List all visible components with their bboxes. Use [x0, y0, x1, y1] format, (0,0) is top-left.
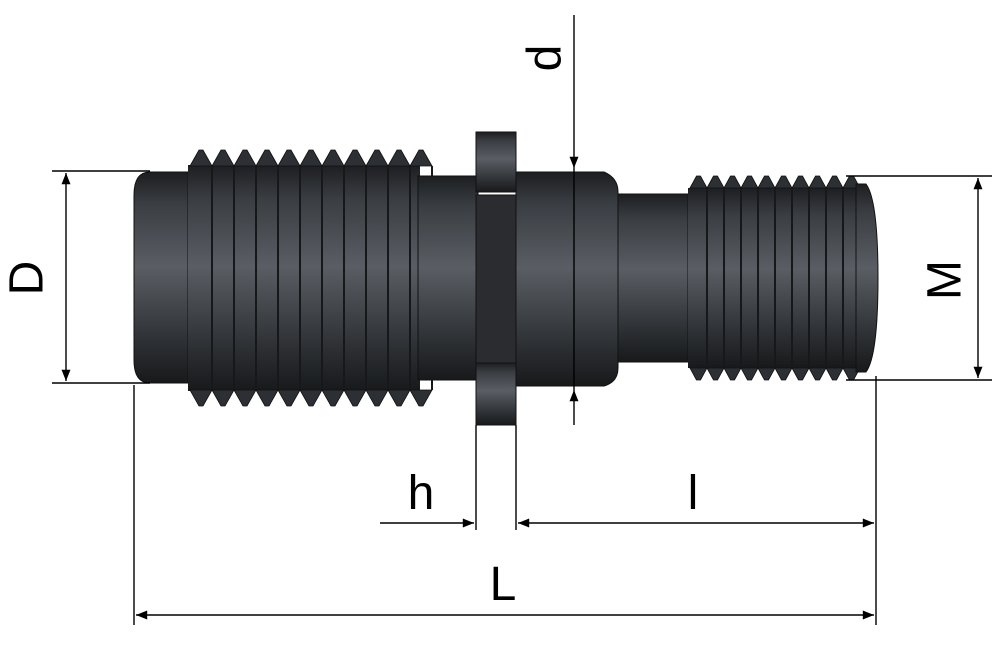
right-thread-tooth-top [757, 175, 776, 189]
neck [617, 193, 689, 363]
left-thread-tooth-bottom [365, 389, 389, 407]
left-thread-tooth-bottom [299, 389, 323, 407]
left-thread-tooth-bottom [211, 389, 235, 407]
left-thread-core [188, 165, 420, 391]
dimension-lines [52, 15, 992, 625]
collar [515, 171, 619, 387]
left-thread-tooth-top [233, 149, 257, 167]
right-thread-tooth-bottom [740, 367, 759, 381]
left-thread-tooth-top [255, 149, 279, 167]
right-thread-tooth-top [706, 175, 725, 189]
flange-center [475, 194, 517, 364]
right-thread-tooth-bottom [757, 367, 776, 381]
left-thread-tooth-top [409, 149, 433, 167]
left-thread-tooth-top [211, 149, 235, 167]
label-h: h [408, 467, 435, 520]
left-thread-tooth-bottom [343, 389, 367, 407]
right-thread-tooth-bottom [791, 367, 810, 381]
right-thread-tooth-top [791, 175, 810, 189]
right-thread-tooth-bottom [808, 367, 827, 381]
right-thread-tooth-bottom [706, 367, 725, 381]
right-thread-tooth-top [825, 175, 844, 189]
left-thread-tooth-bottom [189, 389, 213, 407]
left-thread [189, 149, 433, 407]
left-thread-tooth-bottom [233, 389, 257, 407]
right-thread-tooth-top [740, 175, 759, 189]
left-thread-tooth-top [343, 149, 367, 167]
flange-bottom [475, 362, 517, 426]
left-thread-tooth-bottom [409, 389, 433, 407]
left-thread-tooth-top [299, 149, 323, 167]
right-thread-core [688, 188, 858, 368]
right-thread-tooth-top [689, 175, 708, 189]
right-thread-tooth-top [808, 175, 827, 189]
left-thread-tooth-top [387, 149, 411, 167]
right-thread-tooth-bottom [774, 367, 793, 381]
left-shank [417, 175, 479, 381]
flange-top [475, 131, 517, 193]
right-thread-tooth-bottom [825, 367, 844, 381]
label-d: d [519, 45, 572, 72]
pull-stud-body [133, 131, 879, 426]
right-thread-tooth-top [723, 175, 742, 189]
left-thread-tooth-top [189, 149, 213, 167]
label-L: L [490, 558, 517, 611]
right-tip [855, 183, 879, 373]
left-thread-tooth-bottom [321, 389, 345, 407]
label-D: D [1, 261, 54, 296]
left-thread-tooth-top [321, 149, 345, 167]
left-thread-tooth-bottom [255, 389, 279, 407]
right-thread-tooth-bottom [689, 367, 708, 381]
right-thread-tooth-top [774, 175, 793, 189]
right-thread-tooth-bottom [723, 367, 742, 381]
label-M: M [919, 260, 972, 300]
left-thread-tooth-top [365, 149, 389, 167]
left-thread-tooth-bottom [387, 389, 411, 407]
left-thread-tooth-top [277, 149, 301, 167]
left-end-cap [133, 171, 189, 384]
left-thread-tooth-bottom [277, 389, 301, 407]
label-l: l [688, 467, 699, 520]
